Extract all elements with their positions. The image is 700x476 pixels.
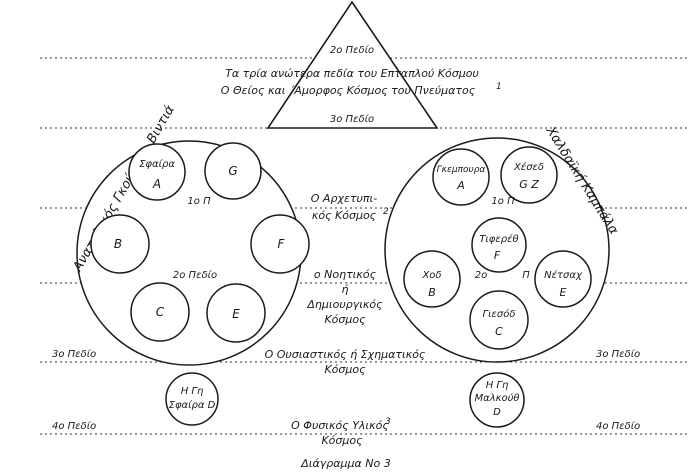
right-1p-label: 1ο Π xyxy=(491,196,515,207)
right-sphere-e-letter: E xyxy=(560,286,567,299)
right-sphere-gz-name: Χέσεδ xyxy=(513,161,544,173)
left-sphere-a xyxy=(128,143,186,201)
right-sphere-c xyxy=(469,290,529,350)
left-2p-label: 2ο Πεδίο xyxy=(173,269,217,281)
triangle-line1: Τα τρία ανώτερα πεδία του Επταπλού Κόσμο… xyxy=(225,67,479,80)
right-sphere-a xyxy=(432,148,490,206)
right-p-label: Π xyxy=(522,270,530,281)
right-sphere-b-name: Χοδ xyxy=(421,270,441,281)
left-sphere-b-letter: B xyxy=(114,237,122,251)
essential-line2: Κόσμος xyxy=(324,363,366,376)
left-sphere-a-name: Σφαίρα xyxy=(139,158,175,170)
physical-line1: Ο Φυσικός Υλικός xyxy=(291,419,389,432)
left-earth-sphere xyxy=(165,372,219,426)
right-earth-line3: D xyxy=(493,407,501,418)
right-sphere-a-name: Γκεμπουρα xyxy=(437,165,486,175)
left-sphere-c xyxy=(130,282,190,342)
triangle-line2: Ο Θείος και ΄Αμορφος Κόσμος του Πνεύματο… xyxy=(221,84,476,97)
right-sphere-f xyxy=(471,217,527,273)
right-earth-sphere xyxy=(469,372,525,428)
right-sphere-e xyxy=(534,250,592,308)
left-plane3-label: 3ο Πεδίο xyxy=(52,348,96,360)
right-sphere-f-letter: F xyxy=(494,249,501,262)
right-sphere-a-letter: A xyxy=(456,179,465,192)
left-earth-line2: Σφαίρα D xyxy=(169,399,216,411)
right-sphere-c-name: Γιεσόδ xyxy=(483,308,516,320)
footnote-3: 3 xyxy=(385,417,391,427)
triangle-plane3-label: 3ο Πεδίο xyxy=(330,113,374,125)
right-sphere-e-name: Νέτσαχ xyxy=(544,269,583,281)
left-sphere-a-letter: A xyxy=(152,177,161,191)
footnote-2: 2 xyxy=(383,207,389,217)
left-1p-label: 1ο Π xyxy=(187,196,211,207)
left-earth-line1: Η Γη xyxy=(181,386,204,397)
physical-line2: Κόσμος xyxy=(321,434,363,447)
noetic-line1: ο Νοητικός xyxy=(314,268,377,281)
right-sphere-gz xyxy=(500,146,558,204)
noetic-line4: Κόσμος xyxy=(324,313,366,326)
left-sphere-g-letter: G xyxy=(228,164,237,178)
right-earth-line2: Μαλκούθ xyxy=(474,392,519,404)
right-sphere-c-letter: C xyxy=(495,325,503,338)
upper-planes-triangle xyxy=(266,0,439,129)
right-plane4-label: 4ο Πεδίο xyxy=(596,420,640,432)
essential-line1: Ο Ουσιαστικός ή Σχηματικός xyxy=(265,348,426,361)
left-sphere-b xyxy=(90,214,150,274)
noetic-line2: ή xyxy=(342,283,349,296)
left-sphere-f-letter: F xyxy=(278,237,286,251)
left-sphere-c-letter: C xyxy=(156,305,165,319)
archetypal-line1: Ο Αρχετυπι- xyxy=(311,192,377,205)
right-plane3-label: 3ο Πεδίο xyxy=(596,348,640,360)
right-sphere-b xyxy=(403,250,461,308)
diagram-caption: Διάγραμμα Νο 3 xyxy=(300,457,390,470)
noetic-line3: Δημιουργικός xyxy=(306,298,383,311)
right-earth-line1: Η Γη xyxy=(486,380,509,391)
left-sphere-e-letter: E xyxy=(232,307,240,321)
left-sphere-e xyxy=(206,283,266,343)
right-sphere-gz-letter: G Z xyxy=(519,178,539,191)
footnote-1: 1 xyxy=(496,82,502,92)
left-sphere-g xyxy=(204,142,262,200)
right-2o-label: 2ο xyxy=(475,270,487,281)
left-sphere-f xyxy=(250,214,310,274)
archetypal-line2: κός Κόσμος xyxy=(312,209,377,222)
triangle-plane2-label: 2ο Πεδίο xyxy=(330,44,374,56)
right-sphere-f-name: Τιφερέθ xyxy=(479,233,518,245)
right-sphere-b-letter: B xyxy=(428,286,436,299)
left-plane4-label: 4ο Πεδίο xyxy=(52,420,96,432)
